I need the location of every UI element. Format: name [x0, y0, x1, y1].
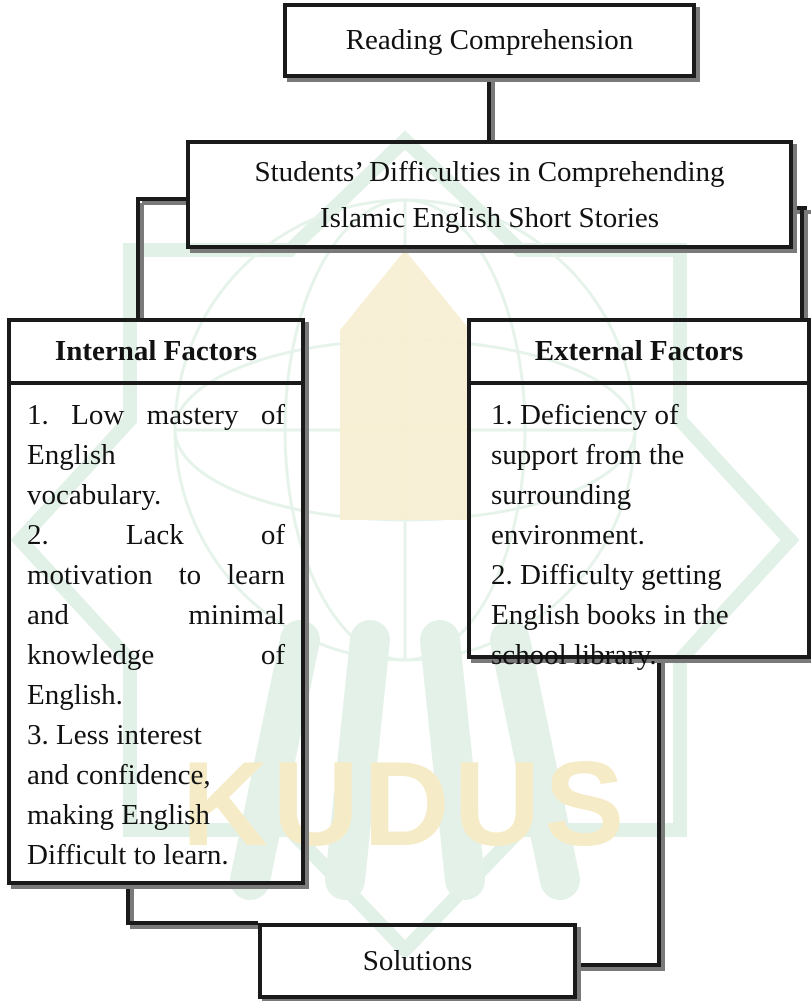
internal-line: vocabulary.: [27, 479, 162, 511]
reading-comprehension-box: Reading Comprehension: [283, 3, 696, 78]
internal-line: 2. Lack of: [27, 519, 285, 551]
connector-internal-solutions: [126, 885, 258, 925]
external-factors-box: External Factors 1. Deficiency of suppor…: [467, 318, 811, 671]
internal-line: Difficult to learn.: [27, 839, 229, 871]
external-line: school library.: [491, 639, 657, 671]
internal-factors-box: Internal Factors 1. Low mastery of Engli…: [7, 318, 305, 885]
difficulties-line-2: Islamic English Short Stories: [319, 201, 660, 234]
internal-line: and confidence,: [27, 759, 211, 791]
external-line: English books in the: [491, 599, 729, 631]
difficulties-line-1: Students’ Difficulties in Comprehending: [254, 155, 725, 188]
watermark-building: [340, 250, 470, 520]
internal-line: English: [27, 439, 116, 471]
solutions-label: Solutions: [362, 944, 473, 977]
connector-middle-external: [793, 206, 807, 318]
external-line: support from the: [491, 439, 685, 471]
internal-line: motivation to learn: [27, 559, 285, 591]
external-line: environment.: [491, 519, 645, 551]
students-difficulties-box: Students’ Difficulties in Comprehending …: [186, 140, 793, 249]
connector-external-solutions: [577, 659, 661, 967]
watermark-text: KUDUS: [182, 737, 629, 871]
solutions-box: Solutions: [258, 923, 577, 999]
internal-line: 1. Low mastery of: [27, 399, 285, 431]
internal-factors-list: 1. Low mastery of English vocabulary. 2.…: [11, 385, 301, 875]
watermark-star-outline: [10, 130, 800, 961]
internal-line: knowledge of: [27, 639, 285, 671]
external-factors-heading: External Factors: [471, 322, 807, 385]
external-line: surrounding: [491, 479, 632, 511]
internal-line: making English: [27, 799, 210, 831]
internal-line: and minimal: [27, 599, 285, 631]
connector-middle-internal: [136, 197, 186, 318]
internal-line: English.: [27, 679, 123, 711]
external-line: 1. Deficiency of: [491, 399, 679, 431]
internal-factors-heading: Internal Factors: [11, 322, 301, 385]
internal-line: 3. Less interest: [27, 719, 202, 751]
external-factors-list: 1. Deficiency of support from the surrou…: [471, 385, 807, 675]
external-line: 2. Difficulty getting: [491, 559, 722, 591]
reading-comprehension-label: Reading Comprehension: [345, 24, 634, 56]
